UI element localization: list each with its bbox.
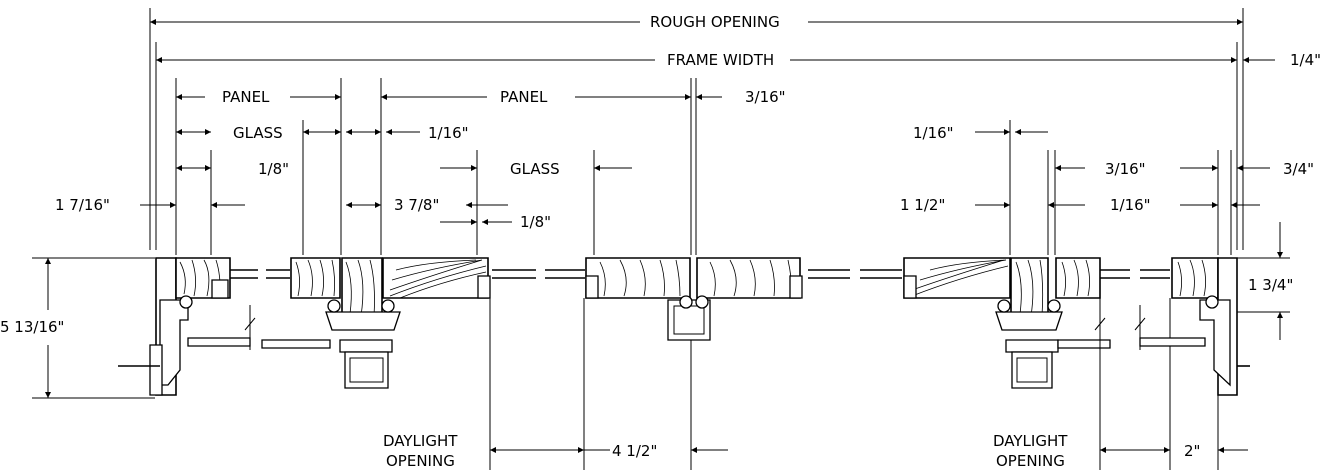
daylight-left-label: DAYLIGHT <box>383 432 458 450</box>
quarter-label: 1/4" <box>1290 51 1321 69</box>
four-half-label: 4 1/2" <box>612 442 657 460</box>
panel-left-label: PANEL <box>222 88 270 106</box>
center-meeting-stile <box>585 257 803 341</box>
opening-left-label: OPENING <box>386 452 455 470</box>
left-jamb <box>118 257 251 396</box>
one-three-quarters-label: 1 3/4" <box>1248 276 1293 294</box>
one-sixteenth-right-label: 1/16" <box>1110 196 1151 214</box>
one-eighth-center-label: 1/8" <box>520 213 551 231</box>
right-mullion <box>903 257 1111 389</box>
left-mullion <box>261 257 491 389</box>
panel-center-label: PANEL <box>500 88 548 106</box>
opening-right-label: OPENING <box>996 452 1065 470</box>
frame-section <box>118 257 1250 396</box>
glass-panes <box>230 269 1170 279</box>
frame-width-label: FRAME WIDTH <box>667 51 774 69</box>
three-sixteenths-right-label: 3/16" <box>1105 160 1146 178</box>
dimension-lines <box>32 8 1290 470</box>
dimension-labels: ROUGH OPENING FRAME WIDTH 1/4" PANEL PAN… <box>0 13 1321 470</box>
two-inch-label: 2" <box>1184 442 1200 460</box>
daylight-right-label: DAYLIGHT <box>993 432 1068 450</box>
one-half-right-label: 1 1/2" <box>900 196 945 214</box>
rough-opening-label: ROUGH OPENING <box>650 13 780 31</box>
three-sixteenths-top-label: 3/16" <box>745 88 786 106</box>
one-seven-sixteenths-label: 1 7/16" <box>55 196 110 214</box>
one-sixteenth-left-label: 1/16" <box>428 124 469 142</box>
five-thirteen-sixteenths-label: 5 13/16" <box>0 318 64 336</box>
glass-left-label: GLASS <box>233 124 283 142</box>
one-eighth-left-label: 1/8" <box>258 160 289 178</box>
break-marks <box>244 305 1146 350</box>
right-jamb <box>1139 257 1250 396</box>
three-quarters-label: 3/4" <box>1283 160 1314 178</box>
three-seven-eighths-label: 3 7/8" <box>394 196 439 214</box>
glass-center-label: GLASS <box>510 160 560 178</box>
one-sixteenth-right-top-label: 1/16" <box>913 124 954 142</box>
